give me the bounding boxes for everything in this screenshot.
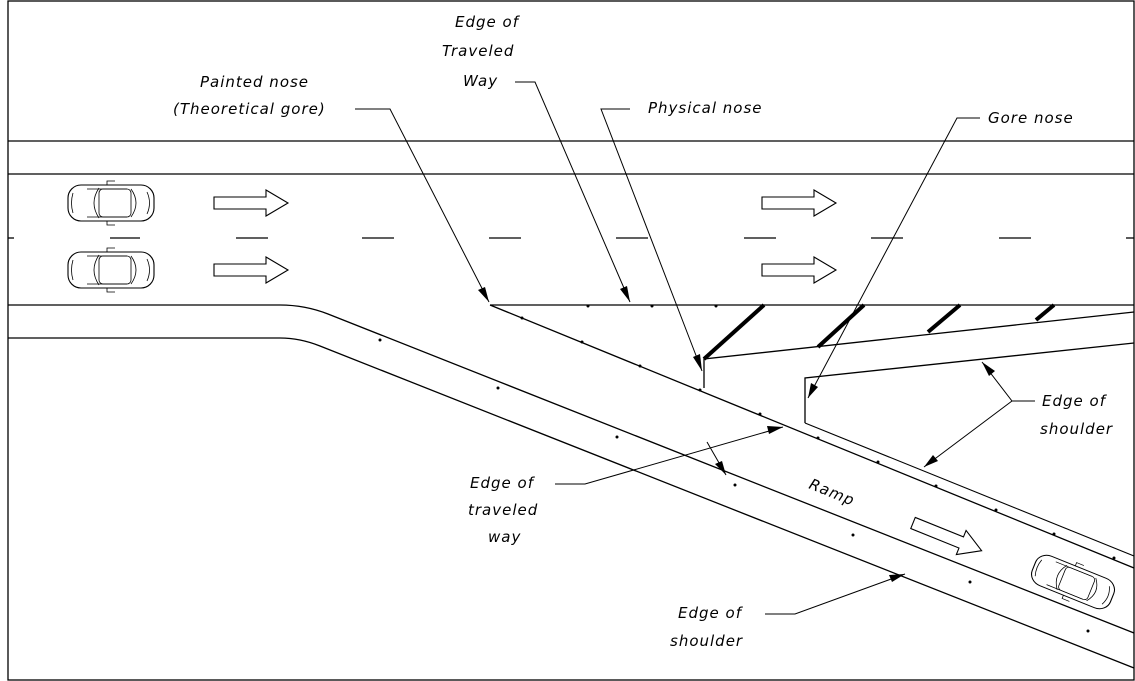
leader-painted-nose: [355, 108, 490, 303]
leader-edge-of-traveled-way-top: [515, 81, 631, 303]
label-theoretical-gore: (Theoretical gore): [173, 100, 326, 118]
traffic-flow-arrow-icon: [761, 256, 837, 284]
label-edge-of-traveled-way-top-1: Edge of: [455, 13, 521, 31]
car-icon: [67, 247, 155, 293]
ramp-left-edge-of-traveled-way: [8, 304, 1135, 634]
drawing-border: [7, 0, 1135, 681]
label-edge-of-traveled-way-top-3: Way: [463, 72, 498, 90]
label-edge-of-traveled-way-bottom-2: traveled: [468, 501, 538, 519]
label-gore-nose: Gore nose: [988, 109, 1074, 127]
leader-gore-nose: [807, 117, 980, 399]
leader-edge-of-shoulder-bottom: [765, 573, 906, 615]
traffic-flow-arrow-icon: [213, 256, 289, 284]
ramp-right-edge-of-traveled-way: [489, 304, 1135, 569]
traffic-flow-arrow-icon: [213, 189, 289, 217]
car-icon: [1026, 547, 1120, 617]
label-edge-of-shoulder-bottom-1: Edge of: [678, 604, 744, 622]
car-icon: [67, 180, 155, 226]
leader-edge-of-traveled-way-bottom: [555, 426, 784, 485]
traffic-flow-arrow-icon: [761, 189, 837, 217]
ramp-outer-shoulder-edge: [8, 337, 1135, 669]
label-edge-of-traveled-way-bottom-3: way: [488, 528, 521, 546]
label-physical-nose: Physical nose: [648, 99, 763, 117]
label-edge-of-shoulder-right-1: Edge of: [1042, 392, 1108, 410]
label-edge-of-shoulder-bottom-2: shoulder: [670, 632, 743, 650]
label-edge-of-shoulder-right-2: shoulder: [1040, 420, 1113, 438]
ramp-shoulder-edge-gore: [804, 342, 1135, 423]
label-edge-of-traveled-way-top-2: Traveled: [442, 42, 514, 60]
raised-pavement-markers: [378, 304, 1116, 633]
leader-edge-of-shoulder-right: [923, 361, 1035, 468]
label-ramp: Ramp: [807, 475, 858, 510]
leader-physical-nose: [600, 108, 703, 372]
ramp-right-shoulder-edge: [804, 422, 1135, 557]
label-edge-of-traveled-way-bottom-1: Edge of: [470, 474, 536, 492]
label-painted-nose: Painted nose: [200, 73, 309, 91]
gore-chevron-markings: [702, 303, 1056, 361]
traffic-flow-arrow-icon: [907, 510, 988, 564]
